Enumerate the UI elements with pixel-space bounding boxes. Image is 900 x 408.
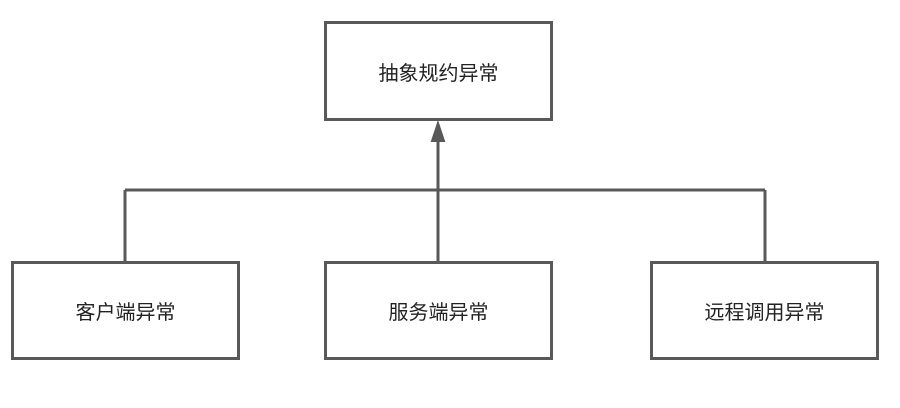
node-label: 客户端异常 (75, 300, 176, 324)
node-rpc-exception: 远程调用异常 (650, 261, 879, 360)
node-label: 抽象规约异常 (378, 60, 499, 85)
node-label: 服务端异常 (388, 300, 489, 324)
arrowhead (430, 119, 446, 142)
node-client-exception: 客户端异常 (11, 261, 240, 360)
node-server-exception: 服务端异常 (324, 261, 553, 360)
node-label: 远程调用异常 (704, 300, 825, 324)
node-abstract-exception: 抽象规约异常 (324, 21, 553, 121)
